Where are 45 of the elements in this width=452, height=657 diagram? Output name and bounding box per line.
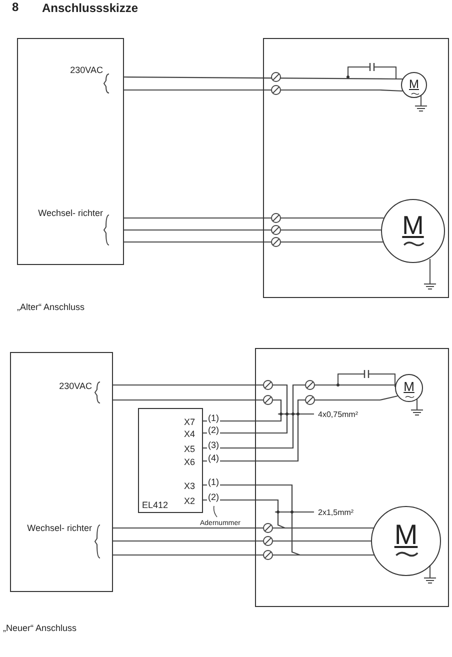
wire — [203, 384, 396, 449]
device-box — [17, 38, 124, 265]
motor-label: M — [393, 520, 419, 549]
module-box — [138, 408, 203, 513]
motor-symbol — [401, 72, 427, 98]
wire — [113, 399, 282, 422]
device-box — [10, 352, 113, 592]
motor-label: M — [401, 212, 425, 239]
wire — [124, 241, 383, 243]
wire-number: (4) — [207, 453, 220, 464]
terminal-label: X5 — [182, 444, 195, 455]
voltage-label: 230VAC — [69, 65, 103, 76]
module-label: EL412 — [142, 500, 170, 511]
wire — [124, 217, 384, 219]
motor-label: M — [408, 78, 420, 91]
caption: „Alter“ Anschluss — [17, 302, 85, 313]
wire — [113, 384, 288, 434]
terminal-label: X6 — [182, 457, 195, 468]
wire — [203, 484, 374, 556]
wire-number: (2) — [207, 425, 220, 436]
motor-label: M — [402, 380, 416, 394]
terminal-label: X7 — [182, 417, 195, 428]
wire — [203, 499, 374, 529]
cable-spec: 2x1,5mm² — [318, 507, 354, 518]
terminal-label: X3 — [182, 481, 195, 492]
voltage-label: 230VAC — [58, 381, 92, 392]
wire — [203, 395, 398, 462]
motor-symbol — [381, 199, 445, 263]
terminal-label: X4 — [182, 429, 195, 440]
section-number: 8 — [12, 2, 19, 13]
wire-number: (2) — [207, 492, 220, 503]
caption: „Neuer“ Anschluss — [3, 623, 77, 634]
motor-symbol — [371, 506, 441, 576]
wire — [124, 89, 402, 92]
motor-symbol — [395, 374, 423, 402]
device-label: Wechsel- richter — [27, 523, 92, 534]
wire — [124, 229, 382, 231]
wire — [113, 540, 371, 542]
diagram-title: Anschlussskizze — [42, 1, 138, 15]
wire-number: (1) — [207, 413, 220, 424]
wire — [124, 76, 402, 80]
wire-number: (3) — [207, 440, 220, 451]
wire-number: (1) — [207, 477, 220, 488]
cable-spec: 4x0,75mm² — [318, 409, 358, 420]
device-label: Wechsel- richter — [38, 208, 103, 219]
